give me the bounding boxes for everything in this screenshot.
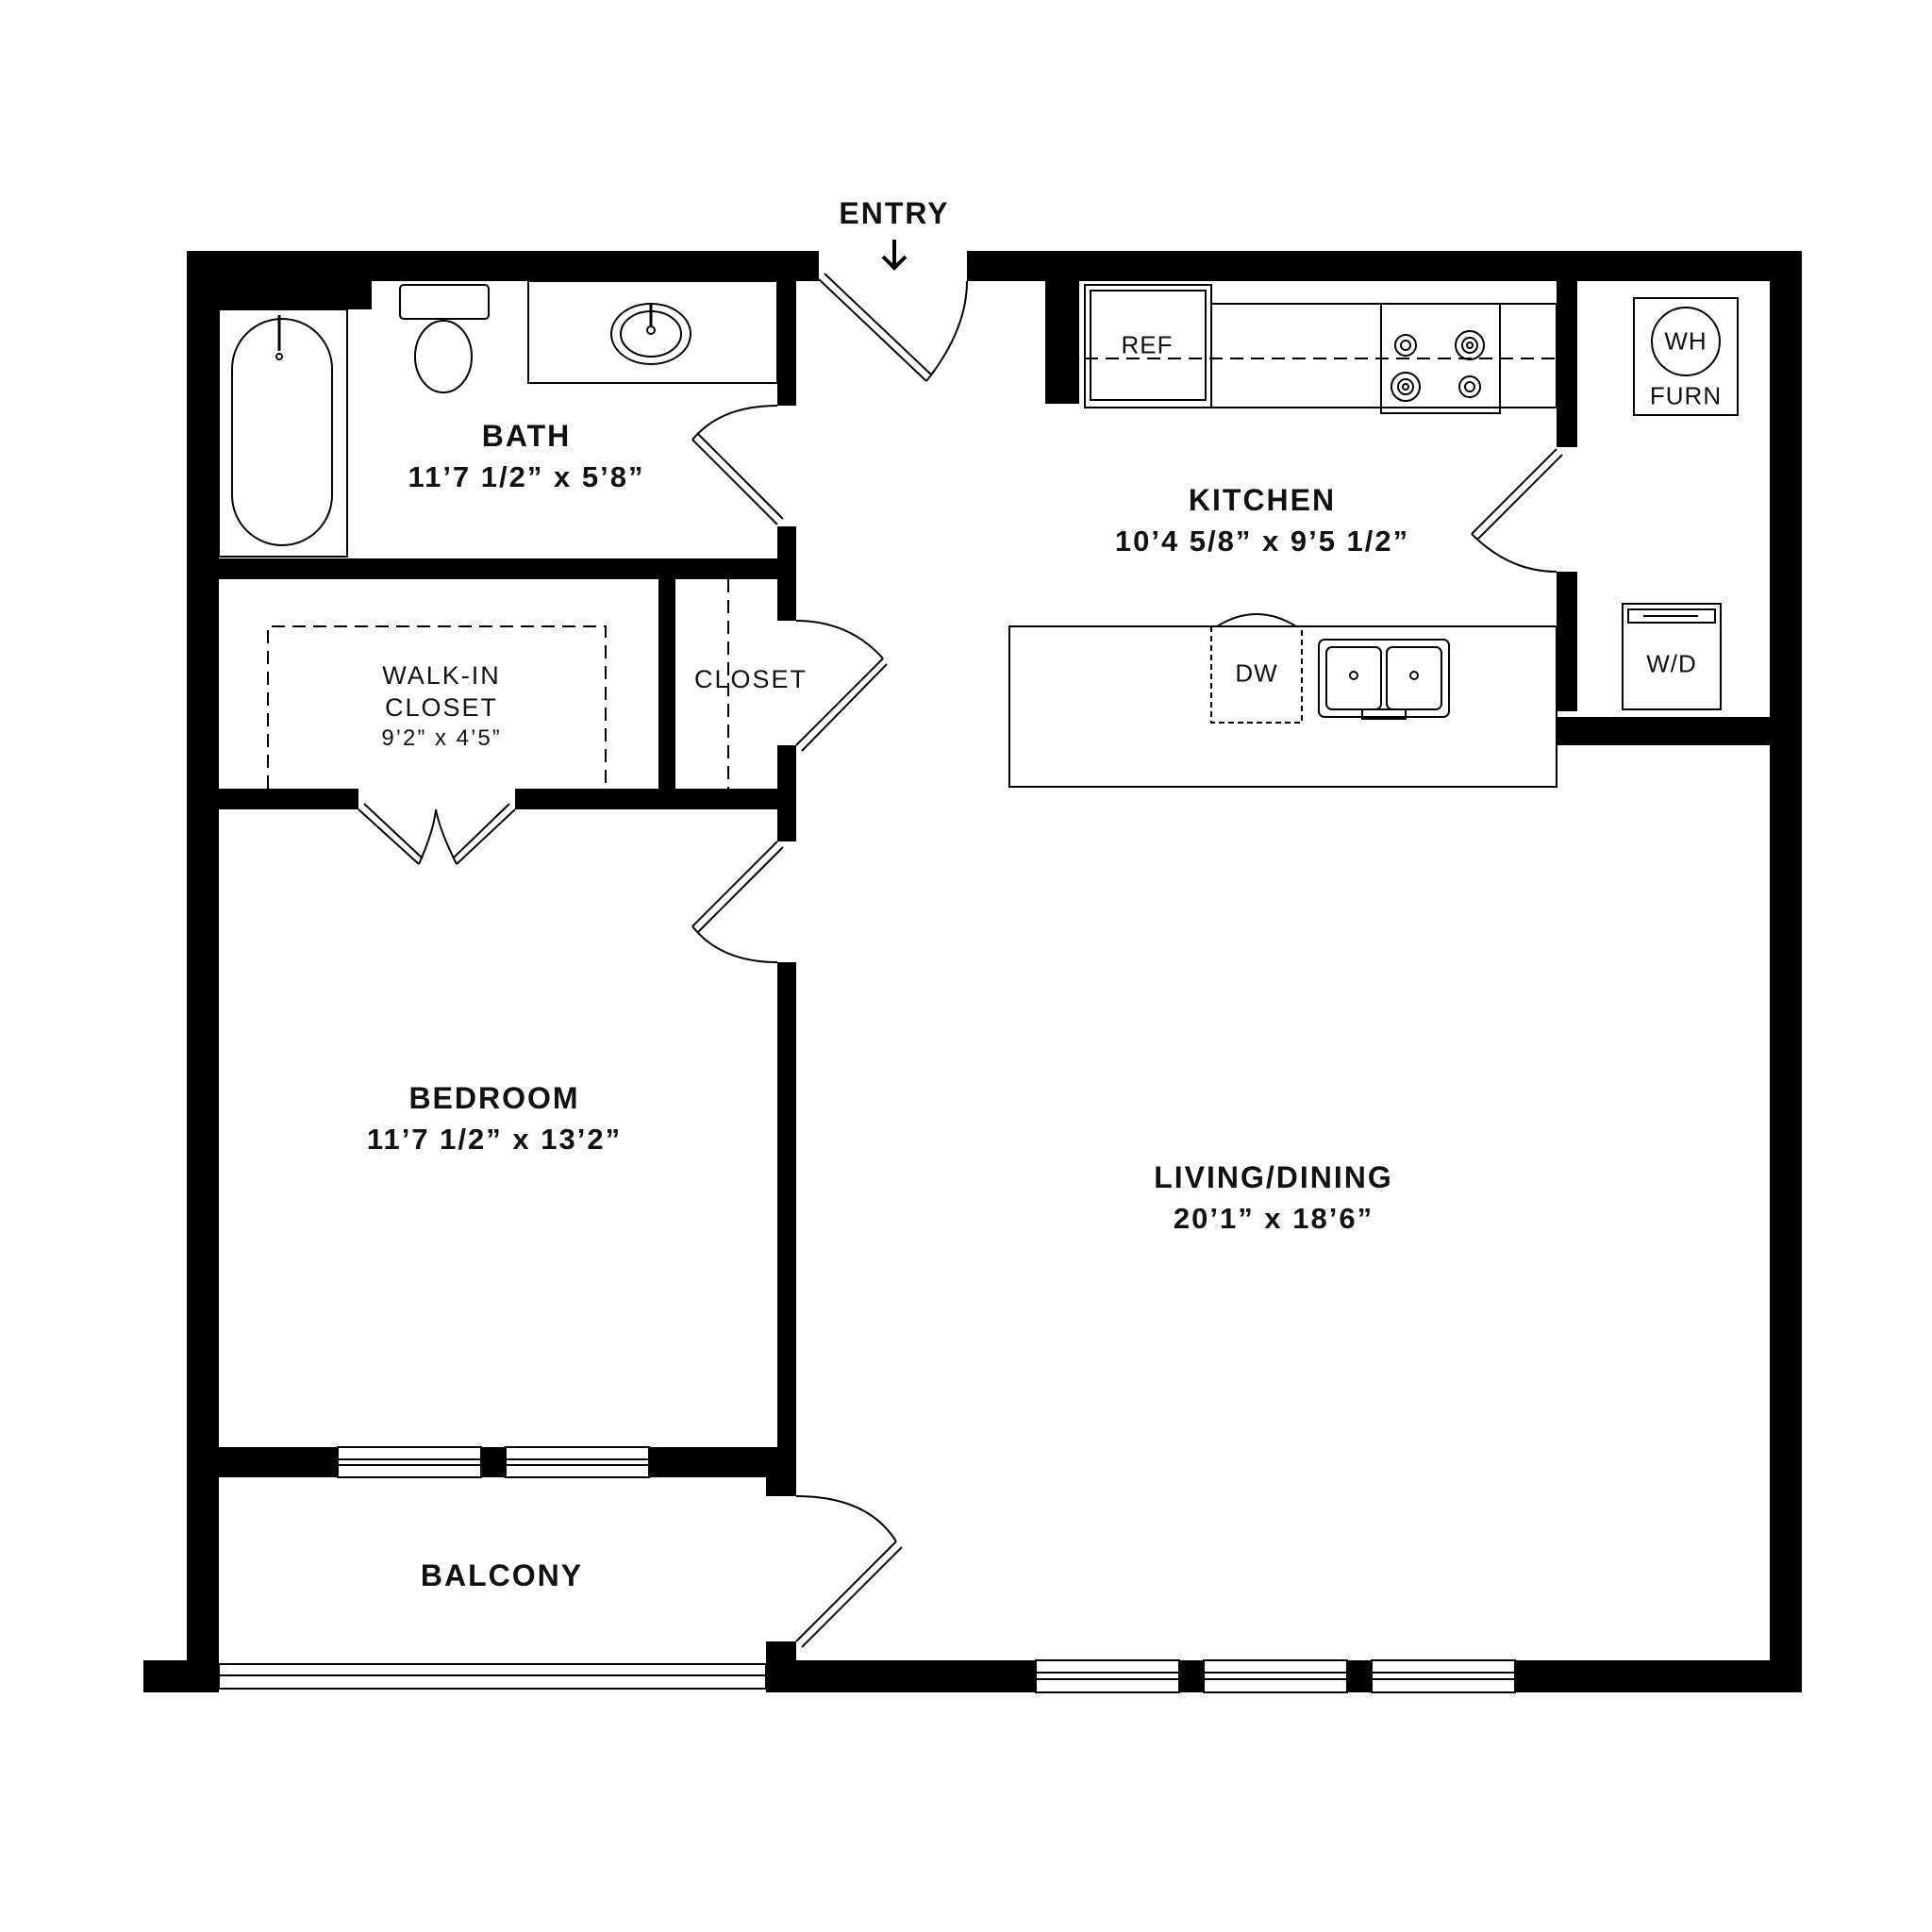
living-dining-dims: 20’1” x 18’6”	[1173, 1202, 1374, 1235]
dishwasher-label: DW	[1235, 658, 1278, 688]
kitchen-fixtures	[1008, 284, 1557, 788]
dishwasher-icon	[1210, 625, 1303, 724]
toilet-bowl-icon	[414, 320, 473, 393]
utility-door	[1471, 448, 1563, 573]
bathtub-icon	[218, 308, 348, 558]
walk-in-closet-name-line2: CLOSET	[384, 693, 499, 722]
kitchen-island	[1008, 625, 1557, 788]
vanity-icon	[527, 280, 778, 384]
closet-name: CLOSET	[693, 665, 808, 693]
water-heater-furnace-icon	[1633, 297, 1739, 416]
doors	[358, 273, 1563, 1648]
bath-door	[691, 405, 784, 525]
stove-icon	[1380, 303, 1501, 414]
kitchen-sink-icon	[1318, 639, 1450, 718]
walk-in-closet-name-line1: WALK-IN	[382, 661, 501, 690]
bath-name: BATH	[481, 419, 572, 453]
toilet-tank-icon	[399, 284, 490, 320]
bath-fixtures	[218, 280, 778, 558]
closet-door	[795, 620, 888, 752]
walk-in-closet-dims: 9’2” x 4’5”	[381, 725, 502, 751]
kitchen-dims: 10’4 5/8” x 9’5 1/2”	[1114, 525, 1410, 558]
bedroom-name: BEDROOM	[408, 1081, 580, 1115]
washer-dryer-icon	[1622, 603, 1722, 710]
bedroom-door	[691, 841, 784, 963]
entry-arrow-icon	[881, 240, 908, 271]
bedroom-dims: 11’7 1/2” x 13’2”	[366, 1123, 623, 1156]
windows	[218, 1446, 1516, 1693]
utility-fixtures	[1622, 297, 1739, 710]
furnace-label: FURN	[1649, 381, 1723, 410]
washer-dryer-label: W/D	[1646, 649, 1697, 678]
entry-label: ENTRY	[839, 196, 950, 230]
walk-in-closet-door	[358, 803, 516, 865]
interior-walls	[219, 281, 1802, 1692]
balcony-door	[795, 1495, 903, 1648]
water-heater-label: WH	[1664, 326, 1707, 356]
bath-dims: 11’7 1/2” x 5’8”	[408, 460, 645, 493]
living-dining-name: LIVING/DINING	[1154, 1160, 1393, 1194]
closet-shelves	[267, 579, 729, 789]
refrigerator-label: REF	[1121, 330, 1174, 359]
kitchen-name: KITCHEN	[1188, 483, 1337, 517]
entry-door	[818, 273, 968, 382]
balcony-name: BALCONY	[420, 1558, 584, 1592]
